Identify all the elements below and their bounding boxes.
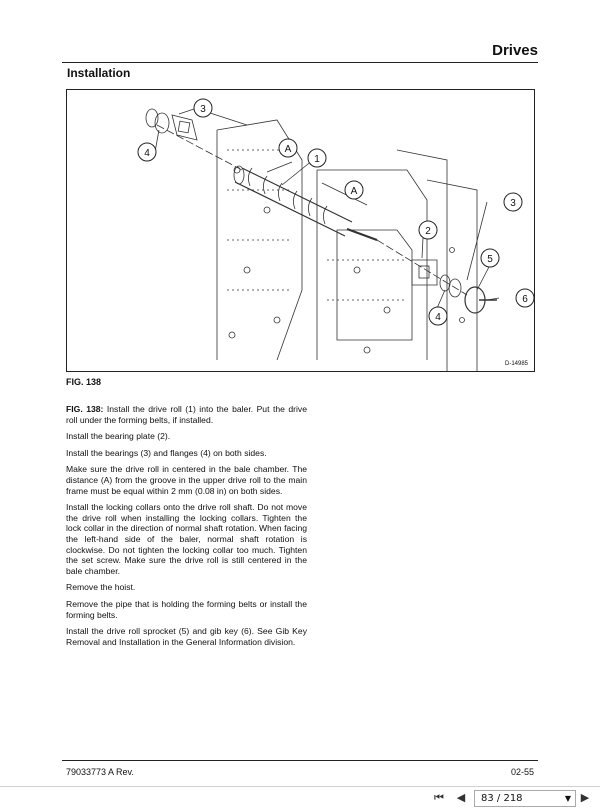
paragraph-3: Install the bearings (3) and flanges (4)…: [66, 447, 267, 458]
drive-roll-diagram: 3 4 A 1 A 2 3 5 6 4: [137, 98, 534, 371]
figure-illustration: 3 4 A 1 A 2 3 5 6 4 D-14985: [66, 89, 535, 372]
callout-6: 6: [515, 288, 534, 308]
figure-caption: FIG. 138: [66, 377, 102, 387]
svg-text:3: 3: [200, 104, 206, 115]
callout-4-left: 4: [137, 142, 157, 162]
paragraph-1: FIG. 138: Install the drive roll (1) int…: [66, 404, 307, 425]
paragraph-1-text: Install the drive roll (1) into the bale…: [66, 404, 308, 425]
document-number: 79033773 A Rev.: [66, 767, 134, 777]
callout-1: 1: [307, 148, 327, 168]
header-rule: [62, 62, 538, 63]
figure-code: D-14985: [504, 361, 528, 367]
chevron-down-icon[interactable]: ▼: [564, 794, 571, 803]
callout-5: 5: [480, 248, 500, 268]
instruction-text: FIG. 138: Install the drive roll (1) int…: [66, 404, 307, 653]
footer-rule: [62, 760, 538, 761]
paragraph-8: Install the drive roll sprocket (5) and …: [66, 626, 307, 647]
svg-text:4: 4: [435, 312, 441, 323]
figure-reference: FIG. 138:: [66, 404, 104, 414]
paragraph-4: Make sure the drive roll in centered in …: [66, 464, 307, 496]
page-subtitle: Installation: [67, 66, 131, 80]
page-indicator: 83 / 218: [481, 793, 523, 804]
first-page-icon[interactable]: ⏮: [434, 791, 444, 804]
svg-text:4: 4: [144, 148, 150, 159]
svg-text:6: 6: [522, 294, 528, 305]
paragraph-7: Remove the pipe that is holding the form…: [66, 598, 307, 620]
pdf-viewer-toolbar: ⏮ ◀ 83 / 218 ▼ ▶: [0, 786, 600, 809]
callout-2: 2: [418, 220, 438, 240]
svg-text:A: A: [351, 186, 358, 197]
callout-a-right: A: [344, 180, 364, 200]
svg-text:A: A: [285, 144, 292, 155]
svg-text:2: 2: [425, 226, 431, 237]
svg-text:5: 5: [487, 254, 493, 265]
paragraph-5: Install the locking collars onto the dri…: [66, 502, 307, 576]
callout-4-right: 4: [428, 306, 448, 326]
svg-text:1: 1: [314, 154, 320, 165]
callout-a-top: A: [278, 138, 298, 158]
callout-3-right: 3: [503, 192, 523, 212]
svg-text:3: 3: [510, 198, 516, 209]
page-number: 02-55: [510, 767, 534, 777]
section-title: Drives: [492, 42, 538, 59]
paragraph-2: Install the bearing plate (2).: [66, 431, 171, 442]
next-page-icon[interactable]: ▶: [580, 791, 590, 804]
page-selector[interactable]: 83 / 218 ▼: [474, 790, 576, 807]
previous-page-icon[interactable]: ◀: [456, 791, 466, 804]
paragraph-6: Remove the hoist.: [66, 582, 136, 593]
callout-3-left: 3: [193, 98, 213, 118]
